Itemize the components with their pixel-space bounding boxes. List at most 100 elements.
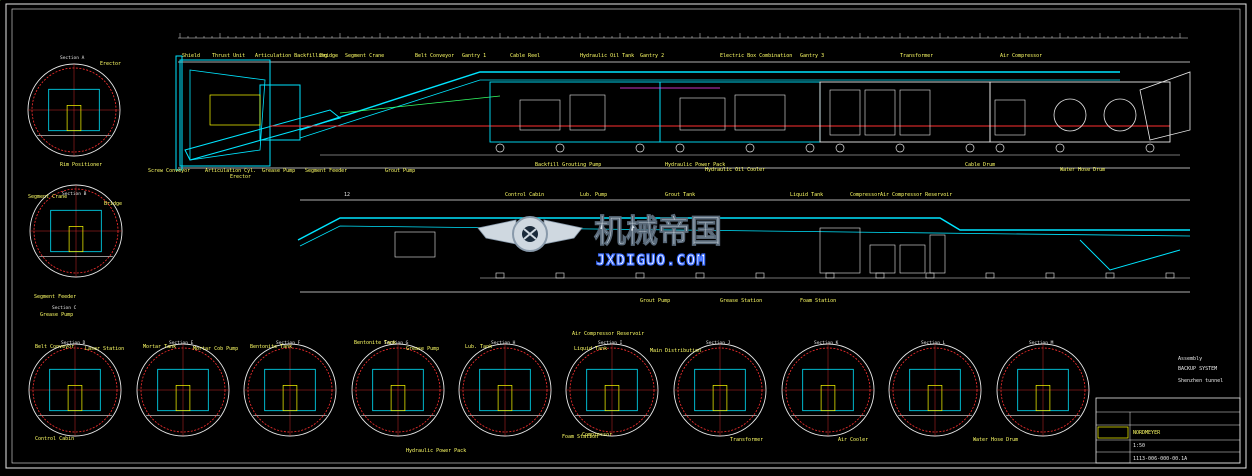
section-label: Water Hose Drum <box>973 437 1018 443</box>
elevation-label: Water Hose Drum <box>1060 167 1105 173</box>
top-view-conveyor-lower <box>300 226 1190 246</box>
top-view-label: Lub. Pump <box>580 192 607 198</box>
electric-box <box>865 90 895 135</box>
title-block-frame <box>1096 398 1240 463</box>
section-label: Transformer <box>730 437 763 443</box>
watermark-cn: 机械帝国 <box>594 212 722 250</box>
section-title: Section K <box>814 340 839 346</box>
company-logo-box <box>1098 427 1128 438</box>
gantry-1 <box>490 82 660 142</box>
section-label: Belt Conveyor <box>35 344 74 350</box>
top-view-box <box>930 235 945 273</box>
elevation-label: Segment Crane <box>345 53 384 59</box>
project-name: Shenzhen tunnel <box>1178 378 1223 384</box>
section-label: Main Distribution <box>650 348 701 354</box>
section-view: Section K Air Cooler <box>782 340 874 443</box>
top-view-label: Foam Station <box>800 298 836 304</box>
wheels-top <box>496 273 1174 278</box>
top-view-label: Grease Station <box>720 298 762 304</box>
top-view-conveyor <box>298 218 1190 240</box>
section-label: Laser Station <box>85 346 124 352</box>
top-view-label: Liquid Tank <box>790 192 823 198</box>
elevation-label: Shield <box>182 53 200 59</box>
elevation-label: Erector <box>230 174 251 180</box>
system-name: BACKUP SYSTEM <box>1178 366 1217 372</box>
shield-cutterhead <box>176 56 182 170</box>
wheel <box>876 273 884 278</box>
top-view-label: Air Compressor Reservoir <box>880 192 952 198</box>
section-label: Air Cooler <box>838 437 868 443</box>
section-label: Control Cabin <box>35 436 74 442</box>
wheel <box>556 144 564 152</box>
elevation-label: Cable Drum <box>965 162 995 168</box>
section-title: Section J <box>706 340 731 346</box>
top-view-box <box>900 245 925 273</box>
wheel <box>1146 144 1154 152</box>
electric-box <box>900 90 930 135</box>
section-label: Air Compressor Reservoir <box>572 331 644 337</box>
section-label: Foam Station <box>562 434 598 440</box>
drawing-number: 1113-006-000-00.1A <box>1133 456 1187 462</box>
wheel <box>636 273 644 278</box>
wheels-main <box>496 144 1154 152</box>
elevation-label: Articulation Backfilling <box>255 53 327 59</box>
gantry-2 <box>660 82 820 142</box>
title-block: Assembly BACKUP SYSTEM Shenzhen tunnel N… <box>1096 356 1240 463</box>
elevation-label: Hydraulic Oil Cooler <box>705 167 765 173</box>
elevation-label: Screw Conveyor <box>148 168 190 174</box>
scale-value: 1:50 <box>1133 443 1145 449</box>
section-label: Liquid Tank <box>574 346 607 352</box>
section-label: Bridge <box>104 201 122 207</box>
elevation-label: Grout Pump <box>385 168 415 174</box>
wheel <box>986 273 994 278</box>
elevation-label: Air Compressor <box>1000 53 1042 59</box>
gantry-3 <box>820 82 990 142</box>
ruler-ticks <box>180 33 1180 38</box>
bridge-conveyor-lower <box>300 80 1120 138</box>
equipment-box <box>680 98 725 130</box>
company-name: NORDMEYER <box>1133 430 1161 436</box>
top-view-label: Compressor <box>850 192 880 198</box>
wheel <box>556 273 564 278</box>
wheel <box>806 144 814 152</box>
section-label: Hydraulic Power Pack <box>406 448 466 454</box>
elevation-label: Electric Box Combination <box>720 53 792 59</box>
section-title: Section H <box>491 340 516 346</box>
wheel <box>926 273 934 278</box>
section-label: Mortar Cob Pump <box>193 346 238 352</box>
wheel <box>676 144 684 152</box>
elevation-label: Transformer <box>900 53 933 59</box>
top-view-label: Grout Tank <box>665 192 695 198</box>
watermark: 机械帝国 JXDIGUO.COM <box>478 212 722 269</box>
gantry-4 <box>990 82 1170 142</box>
wheel <box>896 144 904 152</box>
electric-box <box>830 90 860 135</box>
wheel <box>1166 273 1174 278</box>
wheel <box>746 144 754 152</box>
thrust-unit <box>210 95 260 125</box>
watermark-url: JXDIGUO.COM <box>596 251 706 269</box>
section-label: Bentonite Tank <box>250 344 292 350</box>
assembly-label: Assembly <box>1178 356 1202 362</box>
top-view-marker: 12 <box>344 192 350 198</box>
equipment-box <box>735 95 785 130</box>
elevation-label: Bridge <box>320 53 338 59</box>
wheel <box>836 144 844 152</box>
wheel <box>1046 273 1054 278</box>
top-view-tail <box>1080 240 1180 270</box>
gear-wings-logo-icon <box>478 217 582 251</box>
